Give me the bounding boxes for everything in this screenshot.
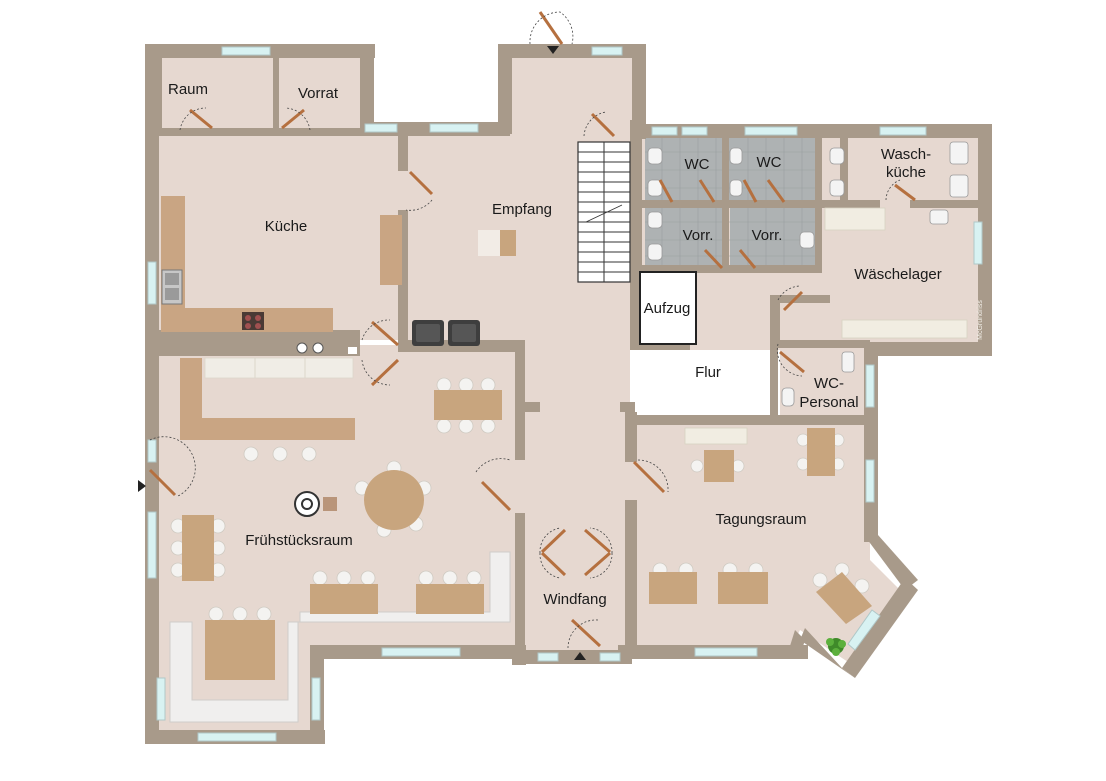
corner-sofa: [169, 551, 511, 723]
buffet-counter: [180, 357, 355, 440]
room-label-raum: Raum: [168, 81, 208, 98]
floor-areas: [153, 52, 985, 740]
room-label-kueche: Küche: [265, 218, 308, 235]
room-label-flur: Flur: [695, 364, 721, 381]
room-label-fruehstuecksraum: Frühstücksraum: [245, 532, 353, 549]
room-label-vorrat: Vorrat: [298, 85, 339, 102]
laundry-shelves: [824, 207, 968, 339]
room-label-waeschelager: Wäschelager: [854, 266, 942, 283]
room-label-waschkueche-1: Wasch-: [881, 146, 931, 163]
room-label-wc-2: WC: [757, 154, 782, 171]
room-label-vorr-1: Vorr.: [683, 227, 714, 244]
windows: [147, 46, 983, 742]
conference-furniture: [649, 427, 872, 656]
doors: [138, 11, 916, 660]
room-label-aufzug: Aufzug: [644, 300, 691, 317]
room-label-wc-personal-2: Personal: [799, 394, 858, 411]
kitchen-appliances: [161, 269, 357, 354]
room-labels: Raum Vorrat Küche Empfang WC WC Wasch- k…: [168, 81, 942, 608]
room-label-tagungsraum: Tagungsraum: [716, 511, 807, 528]
sanitary-fixtures: [647, 141, 969, 407]
plant-icon: [826, 638, 846, 656]
staircase: [577, 141, 631, 283]
room-label-wc-1: WC: [685, 156, 710, 173]
elevator: [639, 271, 697, 345]
watermark: McGrundriss: [977, 300, 984, 340]
room-label-empfang: Empfang: [492, 201, 552, 218]
reception-furniture: [412, 230, 516, 346]
room-label-waschkueche-2: küche: [886, 164, 926, 181]
room-label-vorr-2: Vorr.: [752, 227, 783, 244]
room-label-wc-personal-1: WC-: [814, 375, 844, 392]
breakfast-tables: [170, 377, 502, 680]
room-label-windfang: Windfang: [543, 591, 606, 608]
